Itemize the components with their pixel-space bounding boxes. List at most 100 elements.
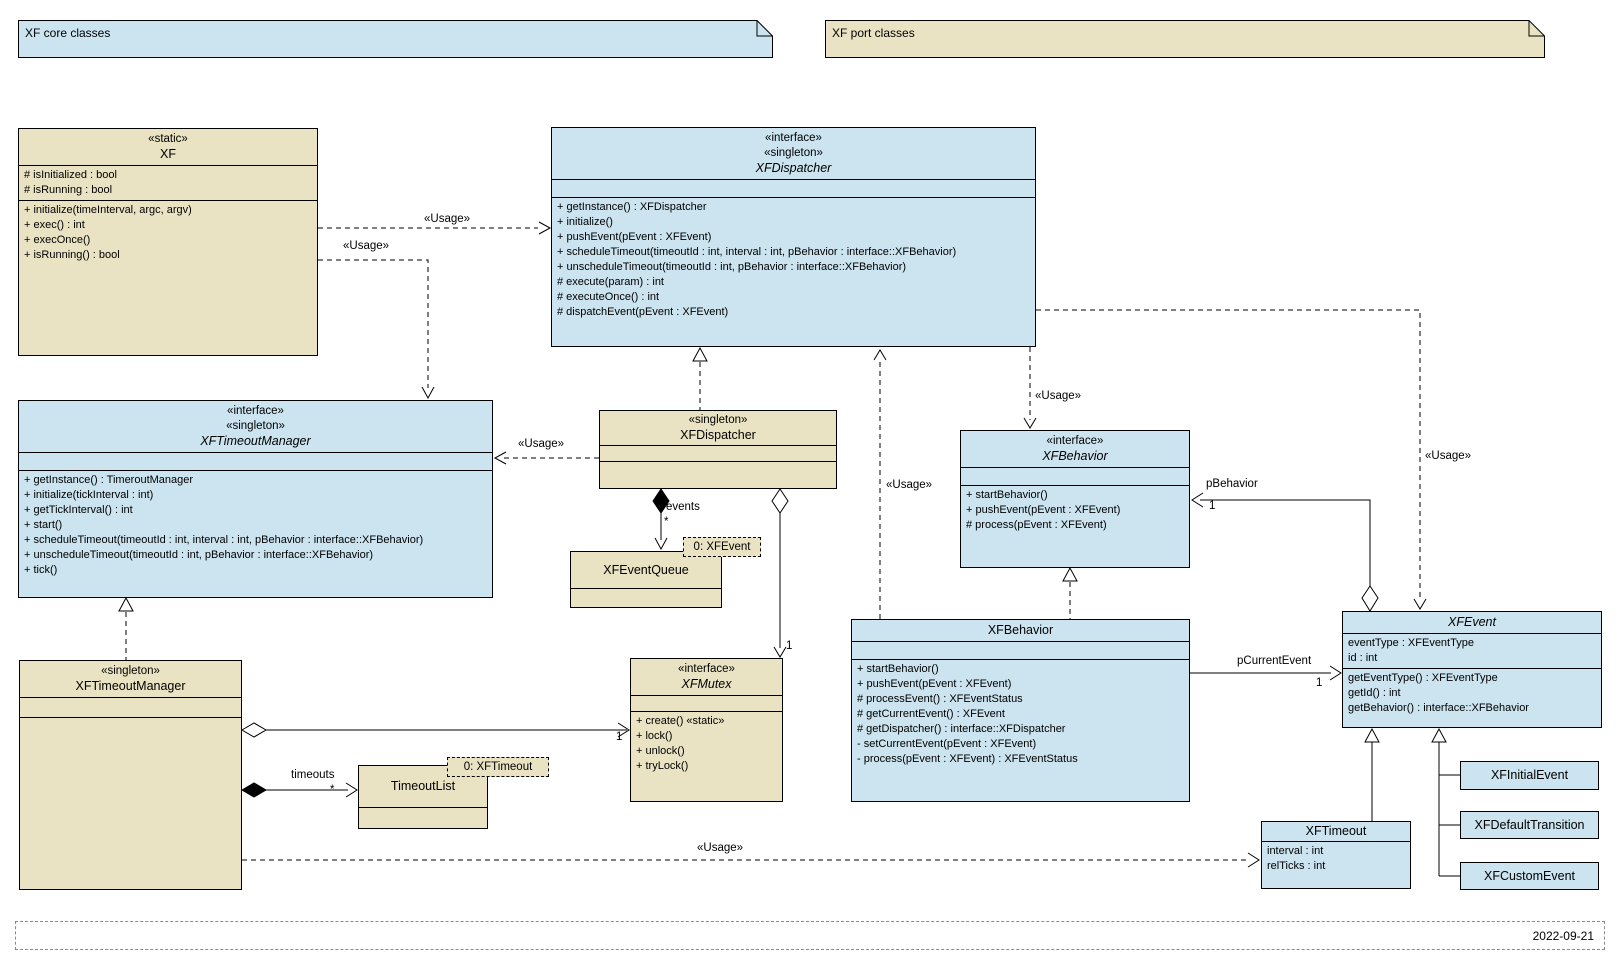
object-xf-event[interactable]: 0: XFEvent	[683, 537, 761, 557]
pcurrentevent-multiplicity: 1	[1316, 677, 1323, 689]
class-xf-custom-event[interactable]: XFCustomEvent	[1460, 862, 1599, 890]
class-xf-timeout-manager-singleton[interactable]: «singleton» XFTimeoutManager	[19, 660, 242, 890]
method: + lock()	[636, 730, 673, 742]
method: + getInstance() : XFDispatcher	[557, 201, 707, 213]
class-xf-behavior[interactable]: XFBehavior + startBehavior() + pushEvent…	[851, 619, 1190, 802]
attribute: id : int	[1348, 652, 1378, 664]
note-core-text: XF core classes	[25, 26, 111, 40]
triangle-inherit-xftimeout	[1364, 727, 1380, 743]
class-xf-event[interactable]: XFEvent eventType : XFEventType id : int…	[1342, 611, 1602, 728]
attributes-section: interval : int relTicks : int	[1262, 842, 1410, 888]
class-xf-default-transition[interactable]: XFDefaultTransition	[1460, 811, 1599, 839]
stereotype: «interface»	[1046, 435, 1104, 447]
method: + initialize(timeInterval, argc, argv)	[24, 204, 192, 216]
methods-section: + getInstance() : XFDispatcher + initial…	[552, 198, 1035, 346]
arrowhead	[493, 451, 507, 465]
method: + execOnce()	[24, 234, 91, 246]
class-header: XFTimeout	[1262, 822, 1410, 842]
class-name: XFDispatcher	[680, 428, 756, 442]
attribute: eventType : XFEventType	[1348, 637, 1474, 649]
class-header: «singleton» XFTimeoutManager	[20, 661, 241, 698]
attribute: relTicks : int	[1267, 860, 1326, 872]
method: + initialize()	[557, 216, 613, 228]
object-name: 0: XFTimeout	[463, 761, 533, 773]
arrowhead	[1023, 417, 1037, 429]
class-name: XF	[160, 147, 176, 161]
method: + getInstance() : TimeroutManager	[24, 474, 194, 486]
triangle-realization-dispatcher	[692, 346, 708, 362]
arrowhead	[873, 349, 887, 361]
class-header: «interface» XFMutex	[631, 659, 782, 696]
composition-diamond-timeouts	[241, 782, 267, 798]
methods-section	[20, 718, 241, 889]
stereotype: «static»	[148, 133, 188, 145]
class-header: XFEvent	[1343, 612, 1601, 634]
class-xf[interactable]: «static» XF # isInitialized : bool # isR…	[18, 128, 318, 356]
pcurrentevent-role-label: pCurrentEvent	[1237, 655, 1312, 667]
aggregation-diamond-timeoutmanager-mutex	[241, 722, 267, 738]
class-header: «singleton» XFDispatcher	[600, 411, 836, 446]
method: + initialize(tickInterval : int)	[24, 489, 154, 501]
body-section	[359, 808, 487, 828]
pbehavior-line	[1200, 499, 1371, 586]
class-xf-mutex[interactable]: «interface» XFMutex + create() «static» …	[630, 658, 783, 802]
class-name: XFTimeout	[1305, 824, 1367, 838]
methods-section: + create() «static» + lock() + unlock() …	[631, 712, 782, 801]
pbehavior-role-label: pBehavior	[1206, 478, 1258, 490]
class-name: XFDefaultTransition	[1474, 817, 1585, 832]
usage-label-dispatchersingleton-timeoutmanager: «Usage»	[518, 438, 565, 450]
class-xf-dispatcher-singleton[interactable]: «singleton» XFDispatcher	[599, 410, 837, 489]
usage-label-xf-dispatcher: «Usage»	[424, 213, 471, 225]
method: getEventType() : XFEventType	[1348, 672, 1498, 684]
usage-label-behavior-dispatcher: «Usage»	[886, 479, 933, 491]
note-shape	[825, 20, 1545, 58]
class-xf-dispatcher-interface[interactable]: «interface» «singleton» XFDispatcher + g…	[551, 127, 1036, 347]
events-multiplicity: *	[664, 516, 669, 528]
class-xf-event-queue[interactable]: XFEventQueue	[570, 551, 722, 608]
method: + startBehavior()	[966, 489, 1048, 501]
stereotype: «interface»	[227, 405, 284, 417]
methods-section	[600, 462, 836, 488]
class-xf-timeout[interactable]: XFTimeout interval : int relTicks : int	[1261, 821, 1411, 889]
method: + scheduleTimeout(timeoutId : int, inter…	[24, 534, 424, 546]
method: # processEvent() : XFEventStatus	[857, 693, 1023, 705]
class-xf-initial-event[interactable]: XFInitialEvent	[1460, 761, 1599, 790]
stereotype: «singleton»	[688, 414, 748, 426]
class-header: XFBehavior	[852, 620, 1189, 642]
method: + tryLock()	[636, 760, 689, 772]
triangle-realization-timeoutmanager	[118, 596, 134, 612]
attributes-section: eventType : XFEventType id : int	[1343, 634, 1601, 669]
class-name: TimeoutList	[390, 779, 456, 793]
attributes-section	[600, 446, 836, 462]
class-name: XFBehavior	[1042, 449, 1108, 463]
arrowhead	[1247, 852, 1260, 868]
attributes-section	[552, 180, 1035, 198]
usage-label-dispatcher-event: «Usage»	[1425, 450, 1472, 462]
events-role-label: events	[666, 501, 700, 513]
class-name: XFMutex	[681, 677, 732, 691]
stereotype: «singleton»	[764, 147, 823, 159]
method: + scheduleTimeout(timeoutId : int, inter…	[557, 246, 957, 258]
class-header: «static» XF	[19, 129, 317, 166]
mutex-multiplicity-timeoutmanager: 1	[616, 731, 623, 743]
class-name: XFEvent	[1448, 615, 1496, 629]
mutex-multiplicity-dispatcher: 1	[786, 640, 793, 652]
note-port-classes[interactable]: XF port classes	[825, 20, 1545, 58]
triangle-realization-behavior	[1062, 566, 1078, 582]
note-port-text: XF port classes	[832, 26, 915, 40]
class-xf-behavior-interface[interactable]: «interface» XFBehavior + startBehavior()…	[960, 430, 1190, 568]
method: - process(pEvent : XFEvent) : XFEventSta…	[857, 753, 1078, 765]
method: + isRunning() : bool	[24, 249, 120, 261]
class-name: XFBehavior	[987, 623, 1054, 637]
class-header: XFEventQueue	[571, 552, 721, 589]
method: + exec() : int	[24, 219, 85, 231]
method: + start()	[24, 519, 63, 531]
arrowhead	[421, 386, 435, 400]
object-name: 0: XFEvent	[693, 541, 751, 553]
object-xf-timeout[interactable]: 0: XFTimeout	[447, 757, 549, 777]
class-xf-timeout-manager-interface[interactable]: «interface» «singleton» XFTimeoutManager…	[18, 400, 493, 598]
stereotype: «singleton»	[101, 665, 160, 677]
note-core-classes[interactable]: XF core classes	[18, 20, 773, 58]
method: # executeOnce() : int	[557, 291, 660, 303]
